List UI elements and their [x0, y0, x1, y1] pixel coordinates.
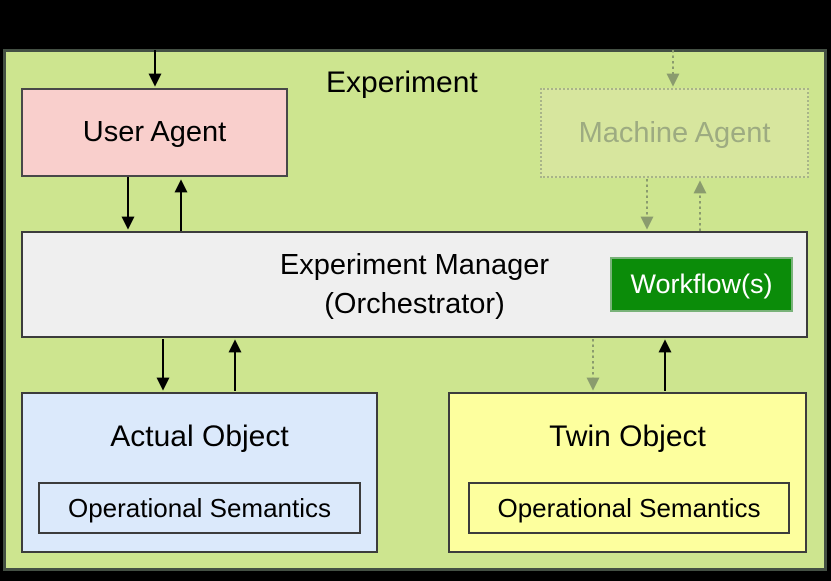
user-agent-label: User Agent — [82, 116, 227, 148]
experiment-manager-label-line2: (Orchestrator) — [324, 287, 505, 320]
machine-agent-node: Machine Agent — [540, 88, 809, 178]
machine-agent-label: Machine Agent — [578, 116, 771, 149]
actual-object-node: Actual Object Operational Semantics — [21, 392, 378, 553]
experiment-manager-label: Experiment Manager (Orchestrator) — [280, 246, 549, 324]
actual-operational-semantics-node: Operational Semantics — [38, 482, 361, 534]
twin-object-label: Twin Object — [549, 420, 706, 453]
workflow-label: Workflow(s) — [630, 269, 773, 299]
workflow-node: Workflow(s) — [610, 257, 793, 312]
twin-operational-semantics-label: Operational Semantics — [497, 492, 761, 523]
experiment-container-label: Experiment — [326, 66, 478, 99]
user-agent-node: User Agent — [21, 88, 288, 177]
actual-operational-semantics-label: Operational Semantics — [67, 492, 332, 523]
actual-object-label: Actual Object — [110, 420, 289, 453]
twin-operational-semantics-node: Operational Semantics — [468, 482, 790, 534]
twin-object-node: Twin Object Operational Semantics — [448, 392, 807, 553]
experiment-manager-label-line1: Experiment Manager — [279, 248, 550, 281]
experiment-manager-node: Experiment Manager (Orchestrator) — [21, 231, 808, 338]
